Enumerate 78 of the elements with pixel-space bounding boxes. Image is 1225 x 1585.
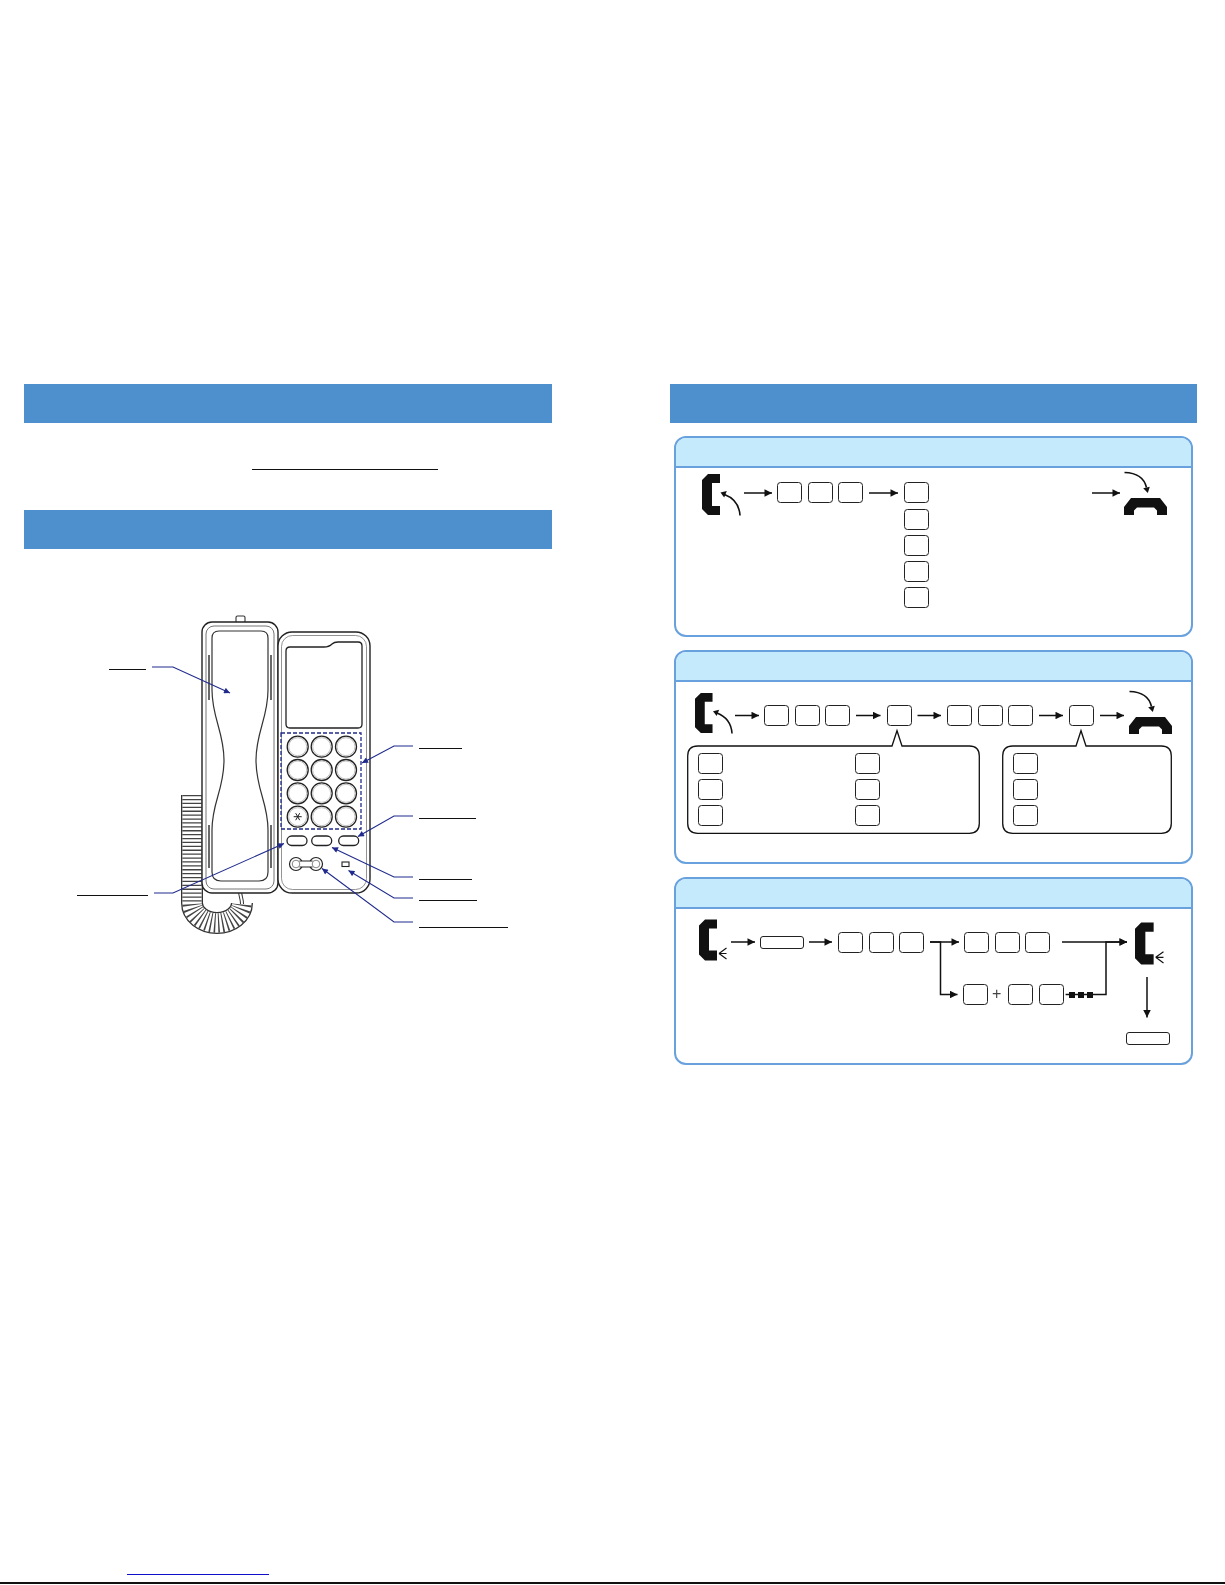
blank-label-line — [419, 927, 508, 929]
key-box — [698, 805, 723, 826]
arrow — [808, 938, 833, 946]
blank-label-line — [109, 669, 146, 671]
key-box — [868, 931, 894, 953]
header-bar — [670, 384, 1197, 423]
key-box — [1008, 705, 1033, 726]
ringing-handset-icon — [1135, 922, 1164, 965]
procedure-panel — [674, 877, 1193, 1065]
header-bar — [24, 384, 552, 423]
key-box — [1069, 705, 1094, 726]
key-box — [904, 587, 929, 608]
blank-label-line — [419, 748, 462, 750]
key-box — [1012, 778, 1038, 800]
arrow — [734, 711, 760, 720]
long-key-box — [760, 936, 804, 949]
key-box — [964, 931, 989, 953]
header-bar — [24, 510, 552, 549]
key-box — [947, 705, 972, 726]
key-box — [855, 805, 880, 826]
blank-label-line — [419, 818, 476, 820]
key-box — [764, 705, 789, 726]
key-box — [904, 508, 929, 530]
key-box — [1008, 984, 1033, 1005]
blank-label-line — [419, 879, 472, 881]
key-box — [825, 705, 850, 726]
blank-label-line — [419, 900, 477, 902]
key-box — [886, 705, 912, 726]
key-box — [1012, 805, 1038, 826]
key-box — [904, 535, 929, 556]
key-box — [794, 705, 820, 726]
arrow — [1038, 711, 1064, 720]
key-box — [899, 931, 924, 953]
key-box — [962, 984, 988, 1005]
arrow — [1064, 938, 1128, 996]
leader-line — [361, 745, 414, 764]
callout-bubble — [687, 729, 980, 834]
procedure-panel — [674, 436, 1193, 637]
arrow — [929, 941, 959, 999]
arrow — [855, 711, 882, 720]
key-box — [904, 482, 929, 503]
key-box — [807, 482, 833, 503]
hang-up-handset-icon — [1129, 690, 1172, 734]
key-box — [698, 752, 723, 774]
key-box — [904, 561, 929, 582]
key-box — [777, 482, 802, 503]
key-box — [1012, 752, 1038, 774]
key-box — [1025, 931, 1050, 953]
key-box — [977, 705, 1003, 726]
key-box — [855, 752, 880, 774]
key-box — [838, 931, 863, 953]
arrow — [868, 489, 899, 497]
arrow — [916, 711, 942, 720]
leader-line — [357, 815, 414, 838]
off-hook-handset-icon — [702, 473, 741, 516]
key-box — [838, 482, 863, 503]
key-box — [855, 778, 880, 800]
procedure-panel — [674, 650, 1193, 864]
arrow — [1099, 711, 1125, 720]
leader-line — [347, 869, 414, 899]
arrow — [1143, 976, 1151, 1019]
leader-line — [331, 846, 414, 878]
long-key-box — [1126, 1031, 1170, 1045]
off-hook-handset-icon — [695, 692, 733, 734]
arrow — [1091, 489, 1121, 497]
leader-line — [151, 666, 231, 694]
arrow — [730, 938, 756, 946]
key-box — [698, 778, 723, 800]
key-box — [1038, 984, 1064, 1005]
plus-sign: + — [992, 985, 1002, 1003]
arrow — [743, 489, 773, 497]
leader-line — [321, 867, 414, 923]
callout-bubble — [1002, 729, 1172, 834]
hang-up-handset-icon — [1124, 471, 1167, 515]
blank-label-line — [77, 895, 148, 897]
leader-line — [153, 842, 285, 894]
ringing-handset-icon — [699, 919, 727, 961]
key-box — [994, 931, 1020, 953]
